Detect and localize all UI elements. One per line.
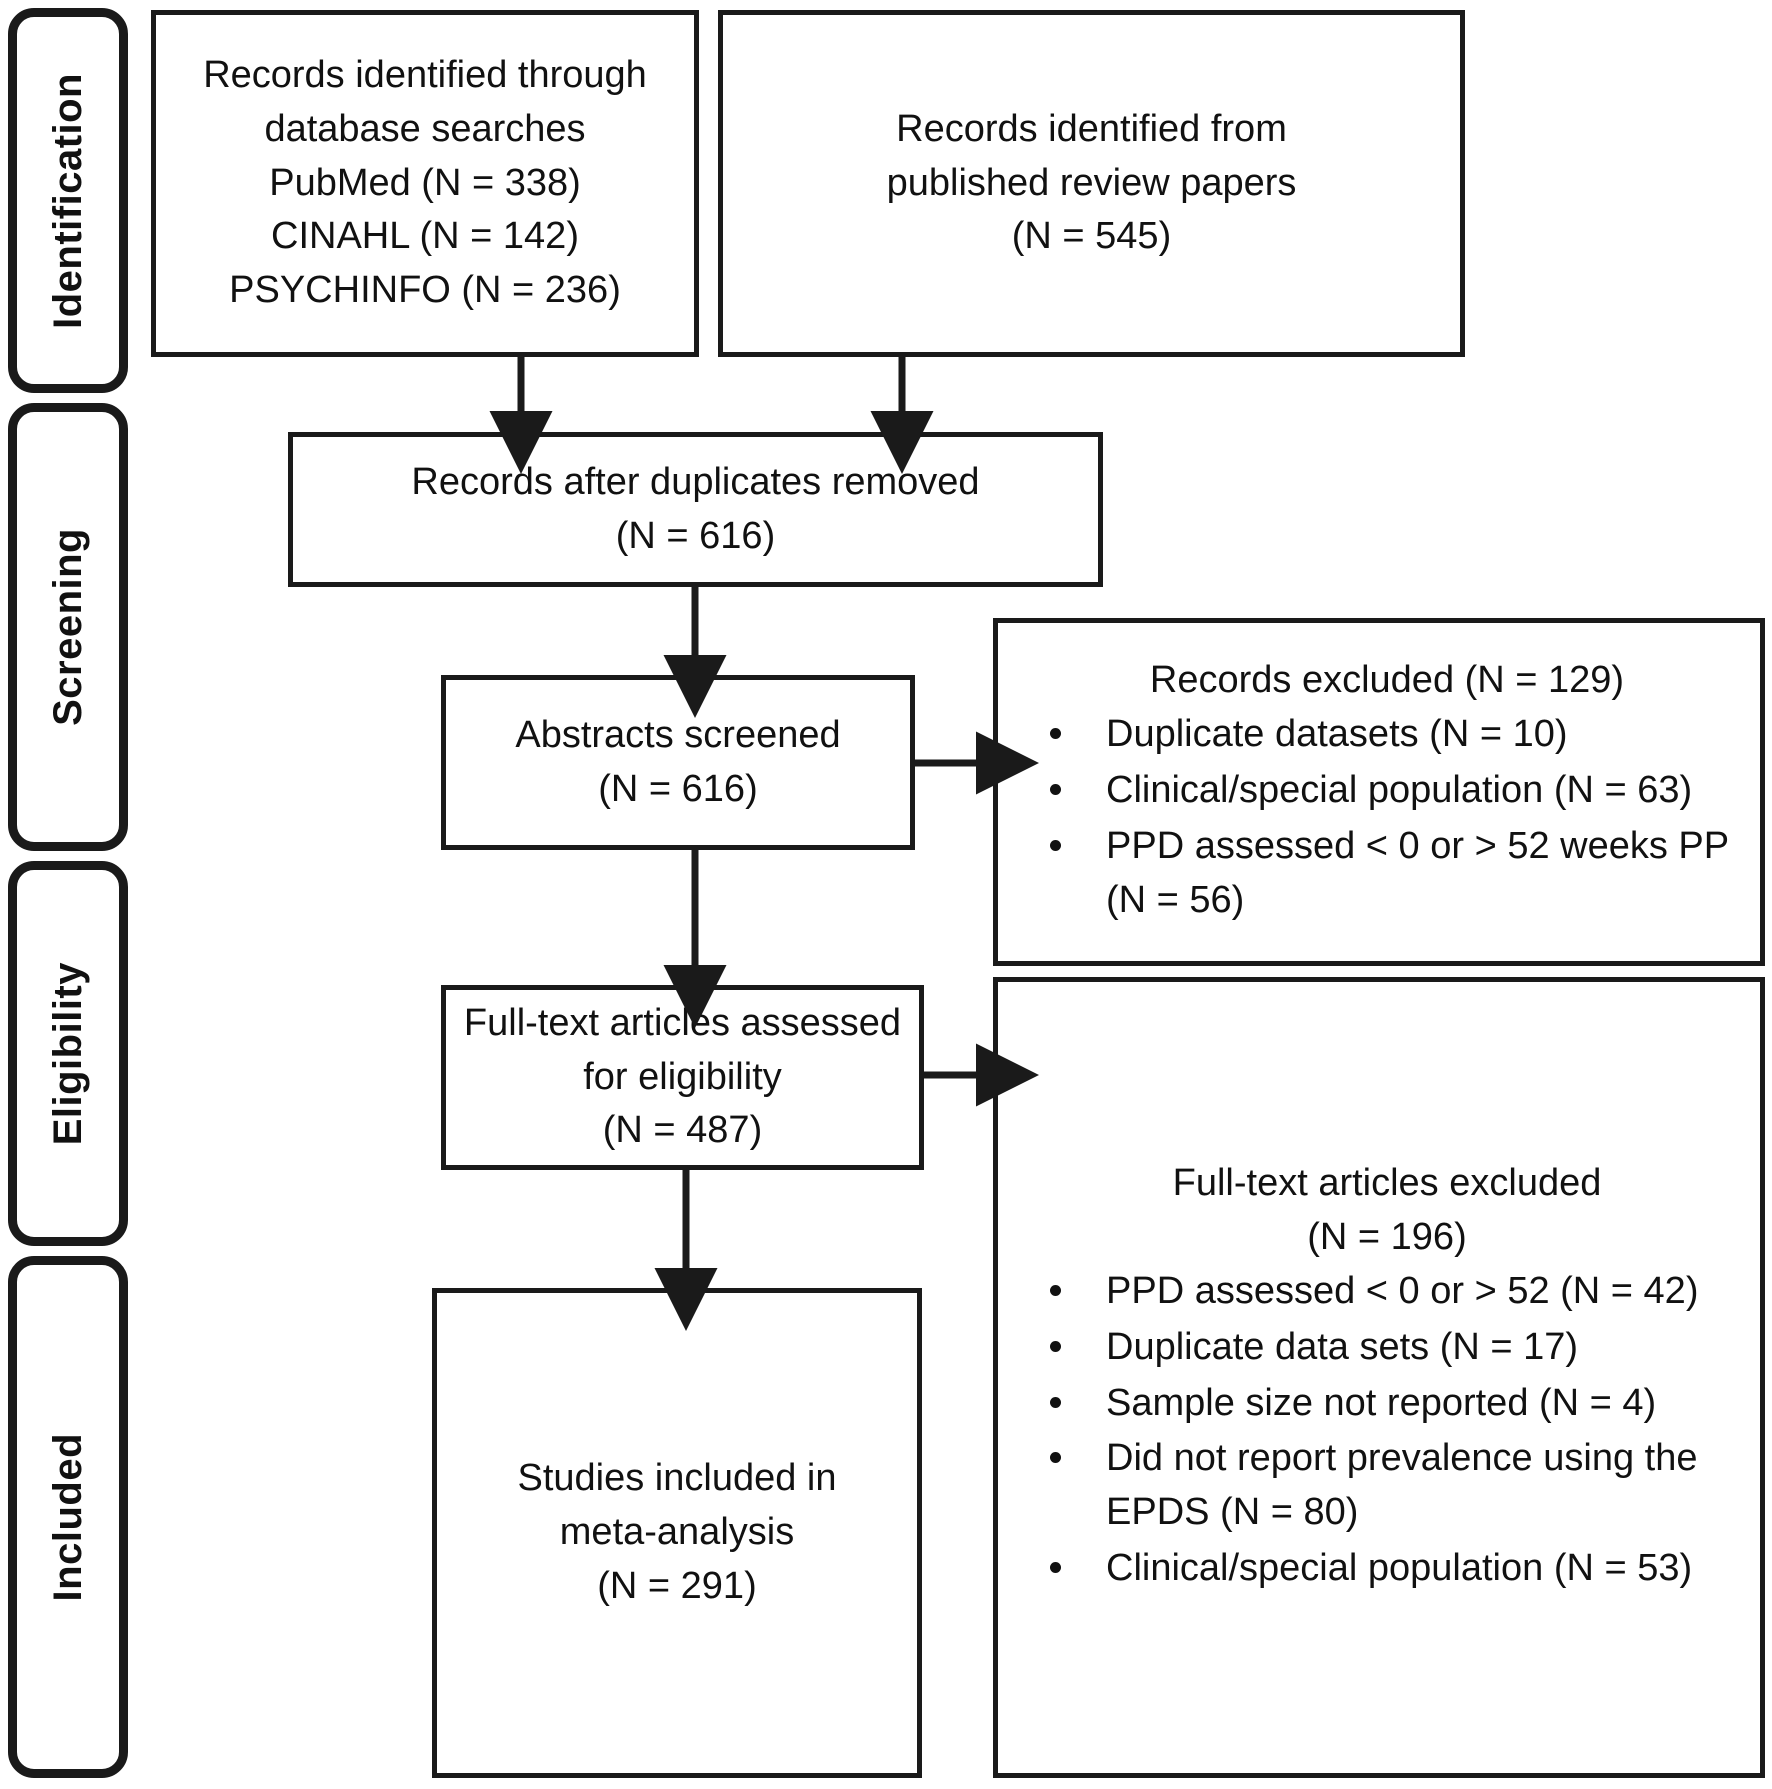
fulltext-excluded-bullet: Clinical/special population (N = 53) [1028, 1542, 1746, 1596]
fulltext-excluded-bullet-text: PPD assessed < 0 or > 52 (N = 42) [1106, 1269, 1699, 1312]
box-abstracts-screened: Abstracts screened (N = 616) [441, 675, 915, 850]
fulltext-excluded-heading-line-2: (N = 196) [1307, 1215, 1467, 1258]
box-duplicates-removed: Records after duplicates removed (N = 61… [288, 432, 1103, 587]
fulltext-excluded-bullet: PPD assessed < 0 or > 52 (N = 42) [1028, 1265, 1746, 1319]
box-records-excluded: Records excluded (N = 129) Duplicate dat… [993, 618, 1765, 966]
stage-label-screening: Screening [45, 528, 90, 726]
fulltext-assessed-line-3: (N = 487) [602, 1109, 763, 1152]
box-database-records: Records identified through database sear… [151, 10, 699, 357]
database-records-line-2: database searches [264, 107, 586, 150]
review-records-line-2: published review papers [886, 161, 1297, 204]
fulltext-assessed-line-1: Full-text articles assessed [463, 1001, 902, 1044]
records-excluded-heading: Records excluded (N = 129) [1149, 659, 1625, 702]
duplicates-removed-line-2: (N = 616) [615, 514, 776, 557]
bullet-dot-icon [1050, 728, 1061, 740]
review-records-line-3: (N = 545) [1011, 215, 1172, 258]
box-fulltext-excluded: Full-text articles excluded (N = 196) PP… [993, 977, 1765, 1778]
box-studies-included: Studies included in meta-analysis (N = 2… [432, 1288, 922, 1778]
stage-box-screening: Screening [8, 403, 128, 851]
database-records-line-5: PSYCHINFO (N = 236) [229, 269, 621, 312]
database-records-line-4: CINAHL (N = 142) [271, 215, 579, 258]
bullet-dot-icon [1050, 1396, 1061, 1408]
stage-box-identification: Identification [8, 8, 128, 393]
fulltext-excluded-bullet-text: Did not report prevalence using the EPDS… [1106, 1437, 1698, 1534]
fulltext-excluded-bullet-text: Clinical/special population (N = 53) [1106, 1547, 1693, 1590]
box-review-records: Records identified from published review… [718, 10, 1465, 357]
records-excluded-bullet: Clinical/special population (N = 63) [1028, 764, 1746, 818]
bullet-dot-icon [1050, 1452, 1061, 1464]
records-excluded-bullet-text: Clinical/special population (N = 63) [1106, 769, 1693, 812]
abstracts-screened-line-2: (N = 616) [598, 767, 758, 810]
stage-label-eligibility: Eligibility [45, 961, 90, 1146]
fulltext-excluded-bullet: Duplicate data sets (N = 17) [1028, 1321, 1746, 1375]
bullet-dot-icon [1050, 1340, 1061, 1352]
fulltext-excluded-heading-line-1: Full-text articles excluded [1172, 1161, 1602, 1204]
fulltext-assessed-line-2: for eligibility [583, 1055, 782, 1098]
fulltext-excluded-bullet-list: PPD assessed < 0 or > 52 (N = 42) Duplic… [1028, 1265, 1746, 1597]
studies-included-line-2: meta-analysis [559, 1511, 795, 1554]
records-excluded-bullet-list: Duplicate datasets (N = 10) Clinical/spe… [1028, 708, 1746, 928]
records-excluded-bullet: Duplicate datasets (N = 10) [1028, 708, 1746, 762]
fulltext-excluded-bullet: Sample size not reported (N = 4) [1028, 1377, 1746, 1431]
records-excluded-bullet-text: PPD assessed < 0 or > 52 weeks PP (N = 5… [1106, 824, 1729, 921]
bullet-dot-icon [1050, 839, 1061, 851]
stage-label-included: Included [45, 1432, 90, 1602]
studies-included-line-3: (N = 291) [597, 1564, 757, 1607]
stage-label-identification: Identification [45, 72, 90, 329]
duplicates-removed-line-1: Records after duplicates removed [411, 460, 980, 503]
stage-box-included: Included [8, 1256, 128, 1778]
bullet-dot-icon [1050, 784, 1061, 796]
studies-included-line-1: Studies included in [517, 1457, 837, 1500]
fulltext-excluded-bullet-text: Sample size not reported (N = 4) [1106, 1381, 1657, 1424]
database-records-line-3: PubMed (N = 338) [269, 161, 581, 204]
records-excluded-bullet-text: Duplicate datasets (N = 10) [1106, 713, 1568, 756]
bullet-dot-icon [1050, 1562, 1061, 1574]
fulltext-excluded-bullet: Did not report prevalence using the EPDS… [1028, 1432, 1746, 1540]
review-records-line-1: Records identified from [896, 107, 1287, 150]
box-fulltext-assessed: Full-text articles assessed for eligibil… [441, 985, 924, 1170]
bullet-dot-icon [1050, 1284, 1061, 1296]
fulltext-excluded-bullet-text: Duplicate data sets (N = 17) [1106, 1325, 1579, 1368]
stage-box-eligibility: Eligibility [8, 861, 128, 1246]
records-excluded-bullet: PPD assessed < 0 or > 52 weeks PP (N = 5… [1028, 820, 1746, 928]
abstracts-screened-line-1: Abstracts screened [515, 713, 841, 756]
database-records-line-1: Records identified through [203, 53, 647, 96]
